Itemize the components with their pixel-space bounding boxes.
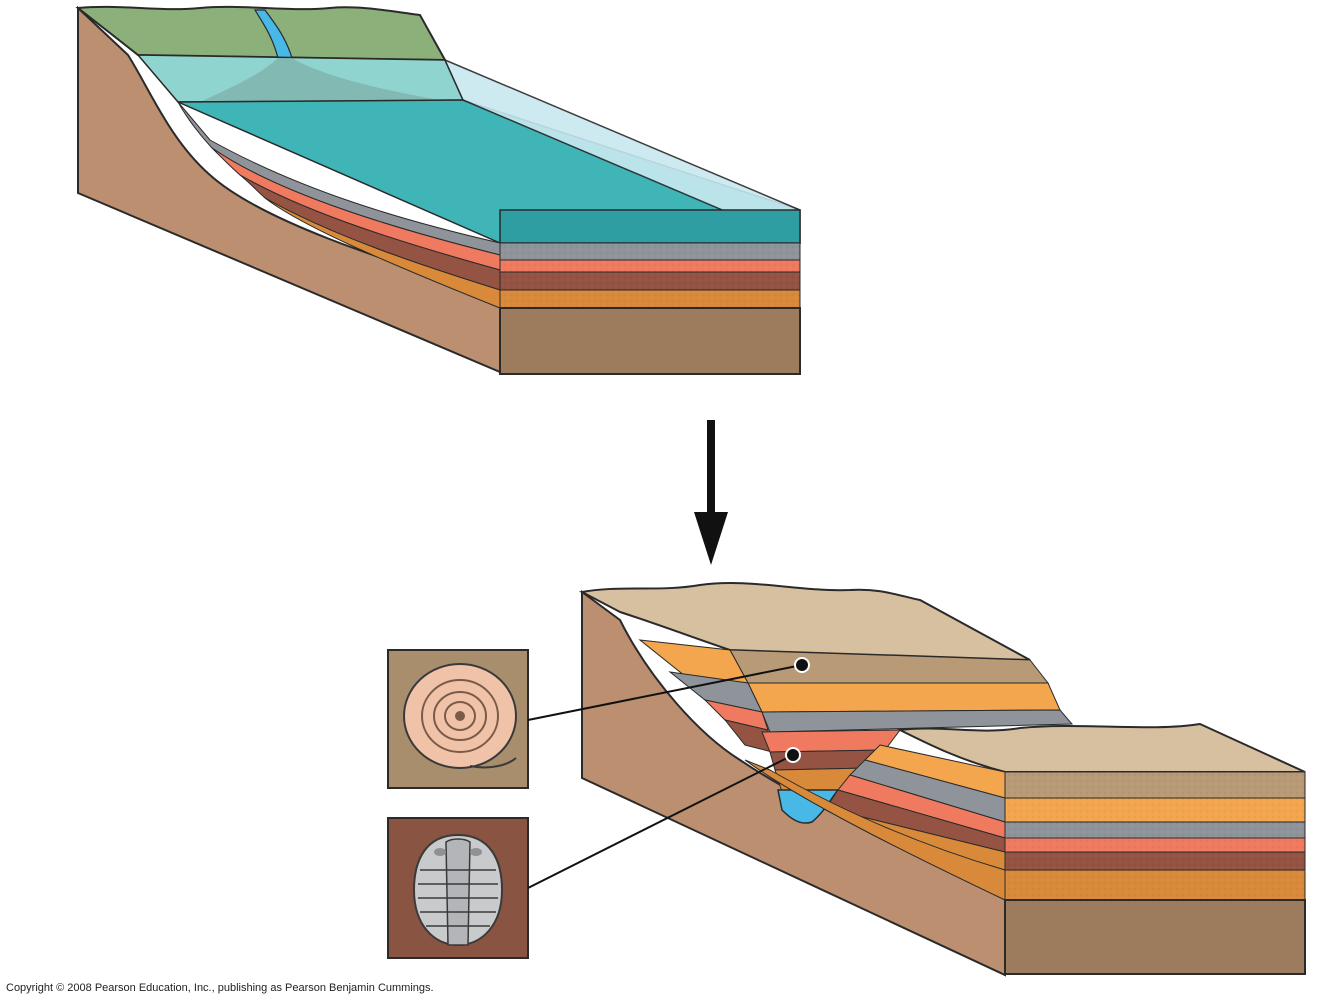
trilobite-icon: [412, 833, 504, 947]
trilobite-layer-marker: [785, 747, 801, 763]
ammonite-shell-icon: [403, 663, 517, 769]
bottom-lower-plateau: [896, 722, 1306, 773]
bottom-plateau-gray-layer: [761, 709, 1074, 733]
arrow-shaft: [707, 420, 715, 520]
transition-arrow: [694, 420, 728, 565]
top-block-diagram: [75, 5, 801, 375]
top-front-bedrock: [499, 307, 801, 375]
ammonite-layer-marker: [794, 657, 810, 673]
bottom-plateau-yellow-layer: [747, 682, 1061, 713]
copyright-notice: Copyright © 2008 Pearson Education, Inc.…: [6, 982, 434, 994]
fossil-callout-ammonite: [387, 649, 810, 789]
top-delta-fan: [200, 58, 440, 102]
bottom-upper-plateau: [578, 582, 1031, 661]
ammonite-leader-line: [527, 664, 803, 721]
fossil-callout-trilobite: [387, 747, 801, 959]
trilobite-leader-line: [527, 754, 794, 889]
top-front-water: [499, 209, 801, 244]
arrow-head-icon: [694, 512, 728, 565]
bottom-block-diagram: [578, 582, 1306, 977]
bottom-front-bedrock: [1004, 899, 1306, 975]
top-land-surface: [75, 5, 447, 62]
